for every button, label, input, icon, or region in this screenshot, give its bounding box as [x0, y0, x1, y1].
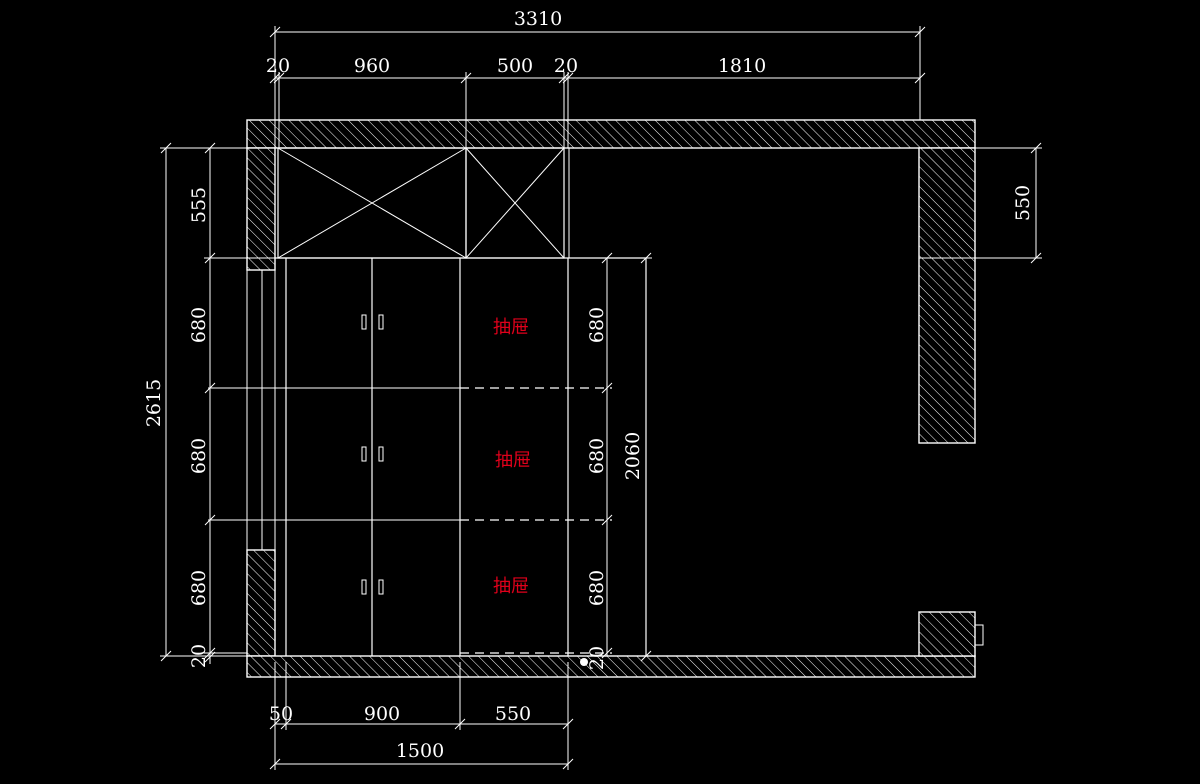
bottom-dimensions [269, 662, 574, 770]
dim-left-555: 555 [188, 187, 210, 223]
dim-left-20: 20 [188, 644, 210, 668]
dim-top-1810: 1810 [718, 55, 766, 77]
door-handle [361, 446, 367, 462]
top-dimensions [269, 26, 926, 148]
walls [246, 119, 984, 678]
dim-bottom-1500: 1500 [396, 740, 444, 762]
dim-left-680-b: 680 [188, 438, 210, 474]
dim-right-550: 550 [1012, 185, 1034, 221]
left-jamb [246, 258, 276, 656]
wall-right-lower [918, 611, 976, 657]
dim-inner-20: 20 [586, 646, 608, 670]
door-handle [378, 446, 384, 462]
dim-bottom-900: 900 [364, 703, 400, 725]
wall-right-upper [918, 147, 976, 444]
drawer-label-1: 抽屉 [493, 317, 529, 338]
dim-inner-680-c: 680 [586, 570, 608, 606]
right-dimensions [919, 142, 1042, 264]
dim-inner-2060: 2060 [622, 432, 644, 480]
drawer-label-2: 抽屉 [495, 450, 531, 471]
left-dimensions [160, 142, 275, 664]
dim-bottom-50: 50 [269, 703, 293, 725]
wall-left-lower [246, 549, 276, 657]
dim-top-20-right: 20 [554, 55, 578, 77]
dim-overall-width: 3310 [514, 8, 562, 30]
door-handle [378, 579, 384, 595]
dim-left-680-a: 680 [188, 307, 210, 343]
dim-inner-680-a: 680 [586, 307, 608, 343]
wall-right-stub [974, 624, 984, 646]
dim-top-960: 960 [354, 55, 390, 77]
wall-bottom [246, 655, 976, 678]
door-handle [361, 314, 367, 330]
tall-cabinet [208, 257, 647, 656]
wall-left-upper [246, 147, 276, 271]
wall-top [246, 119, 976, 149]
dim-left-2615: 2615 [143, 379, 165, 427]
upper-cabinets [277, 147, 570, 259]
door-handle [361, 579, 367, 595]
dim-inner-680-b: 680 [586, 438, 608, 474]
inner-dimensions [580, 252, 652, 662]
drawer-label-3: 抽屉 [493, 576, 529, 597]
dim-left-680-c: 680 [188, 570, 210, 606]
dim-top-500: 500 [497, 55, 533, 77]
door-handle [378, 314, 384, 330]
dim-bottom-550: 550 [495, 703, 531, 725]
reference-dot [580, 658, 588, 666]
dim-top-20-left: 20 [266, 55, 290, 77]
